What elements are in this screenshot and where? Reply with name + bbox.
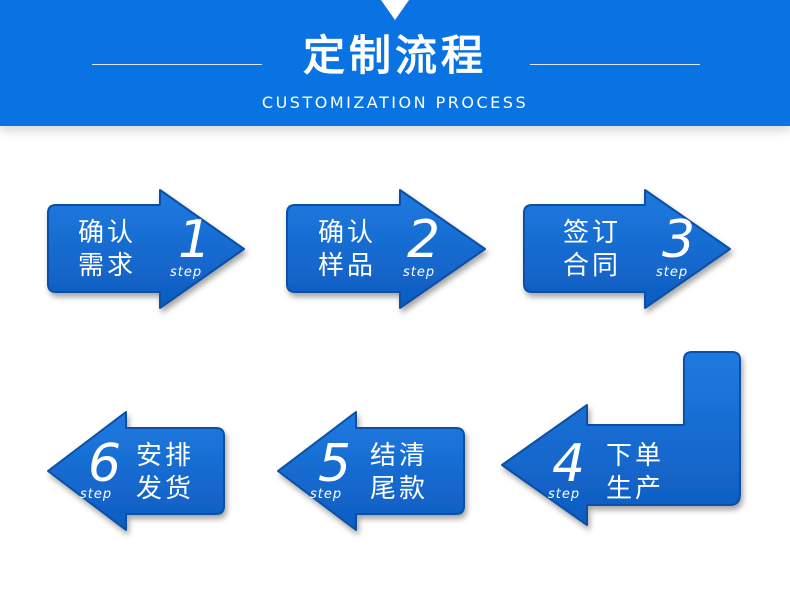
step-3-line1: 签订 — [563, 218, 622, 248]
arrow-step-2 — [286, 189, 486, 309]
title-rule-right — [530, 64, 700, 65]
step-3-label: 签订 合同 — [563, 217, 621, 283]
step-6-line1: 安排 — [136, 441, 195, 471]
header-banner: 定制流程 CUSTOMIZATION PROCESS — [0, 0, 790, 126]
step-1-word: step — [170, 265, 203, 280]
step-4-word: step — [548, 487, 581, 502]
step-1-line2: 需求 — [78, 251, 137, 281]
step-5-line2: 尾款 — [370, 474, 429, 504]
step-4-number: 4 — [552, 434, 586, 494]
step-4-label: 下单 生产 — [606, 440, 664, 506]
step-2-line1: 确认 — [318, 218, 377, 248]
step-5-word: step — [310, 487, 343, 502]
step-1-number: 1 — [178, 210, 212, 270]
arrow-step-4 — [501, 351, 741, 526]
title-rule-left — [92, 64, 262, 65]
step-4-line1: 下单 — [606, 441, 665, 471]
arrow-step-6 — [47, 411, 225, 531]
step-5-label: 结清 尾款 — [370, 440, 428, 506]
page-subtitle: CUSTOMIZATION PROCESS — [261, 93, 529, 112]
step-2-label: 确认 样品 — [318, 217, 376, 283]
step-5-line1: 结清 — [370, 441, 429, 471]
step-1-line1: 确认 — [78, 218, 137, 248]
step-6-word: step — [80, 487, 113, 502]
arrow-step-3 — [523, 189, 731, 309]
banner-notch — [381, 0, 409, 20]
step-4-line2: 生产 — [606, 474, 665, 504]
step-3-number: 3 — [662, 210, 696, 270]
step-6-line2: 发货 — [136, 474, 195, 504]
step-6-number: 6 — [88, 434, 122, 494]
step-3-word: step — [656, 265, 689, 280]
step-2-line2: 样品 — [318, 251, 377, 281]
step-3-line2: 合同 — [563, 251, 622, 281]
step-6-label: 安排 发货 — [136, 440, 194, 506]
step-5-number: 5 — [318, 434, 352, 494]
step-2-number: 2 — [407, 210, 441, 270]
step-2-word: step — [403, 265, 436, 280]
arrow-step-1 — [47, 189, 245, 309]
page-title: 定制流程 — [302, 31, 487, 80]
step-1-label: 确认 需求 — [78, 217, 136, 283]
arrow-step-5 — [277, 411, 465, 531]
